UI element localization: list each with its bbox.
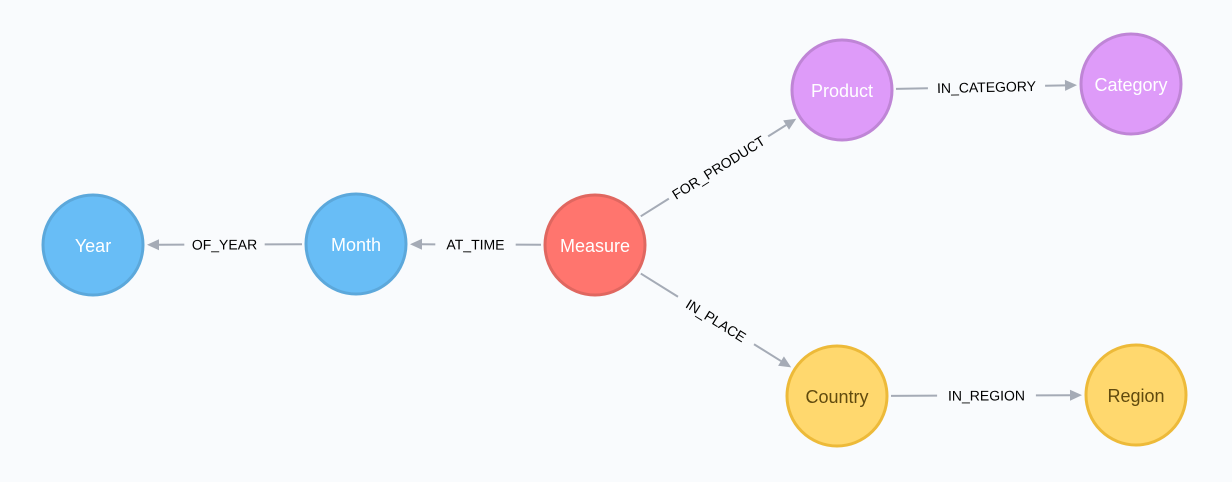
node-month[interactable]: Month — [304, 192, 408, 296]
arrowhead-icon — [1069, 389, 1083, 401]
node-label: Year — [75, 236, 111, 256]
edge-label: FOR_PRODUCT — [669, 132, 768, 202]
edge-in-region[interactable]: IN_REGION — [890, 387, 1083, 404]
node-label: Country — [805, 387, 868, 407]
node-label: Month — [331, 235, 381, 255]
edge-line-segment — [895, 87, 928, 90]
edge-for-product[interactable]: FOR_PRODUCT — [640, 118, 797, 218]
arrowhead-icon — [146, 239, 160, 251]
edge-of-year[interactable]: OF_YEAR — [146, 236, 303, 253]
node-circle — [1079, 32, 1183, 136]
edge-line-segment — [753, 343, 782, 362]
node-circle — [41, 193, 145, 297]
edge-label: IN_CATEGORY — [937, 78, 1037, 96]
edge-line-segment — [640, 197, 670, 218]
arrowhead-icon — [409, 238, 423, 250]
node-label: Category — [1094, 75, 1167, 95]
node-label: Region — [1107, 386, 1164, 406]
edge-line-segment — [767, 124, 787, 138]
arrowhead-icon — [1064, 79, 1078, 91]
node-circle — [790, 38, 894, 142]
node-region[interactable]: Region — [1084, 343, 1188, 447]
edge-label: IN_REGION — [948, 387, 1025, 403]
node-country[interactable]: Country — [785, 344, 889, 448]
node-circle — [543, 193, 647, 297]
arrowhead-icon — [783, 118, 797, 130]
node-year[interactable]: Year — [41, 193, 145, 297]
edge-in-category[interactable]: IN_CATEGORY — [895, 78, 1078, 96]
node-label: Measure — [560, 236, 630, 256]
node-circle — [304, 192, 408, 296]
node-circle — [1084, 343, 1188, 447]
node-label: Product — [811, 81, 873, 101]
node-circle — [785, 344, 889, 448]
arrowhead-icon — [778, 356, 792, 368]
node-measure[interactable]: Measure — [543, 193, 647, 297]
node-product[interactable]: Product — [790, 38, 894, 142]
edge-in-place[interactable]: IN_PLACE — [640, 272, 792, 368]
node-category[interactable]: Category — [1079, 32, 1183, 136]
edge-label: AT_TIME — [446, 236, 504, 252]
edge-label: IN_PLACE — [683, 296, 749, 345]
edge-line-segment — [640, 272, 679, 298]
edge-label: OF_YEAR — [192, 236, 257, 252]
edge-at-time[interactable]: AT_TIME — [409, 236, 542, 253]
